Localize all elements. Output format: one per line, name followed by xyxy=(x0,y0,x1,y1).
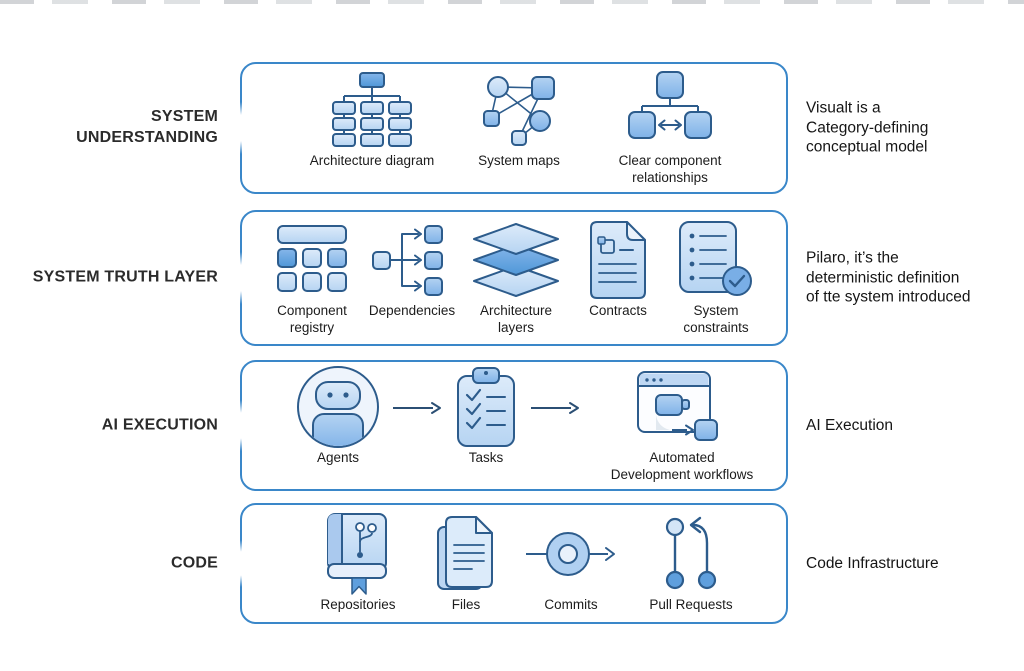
item-repositories: Repositories xyxy=(306,512,410,614)
item-label: Contracts xyxy=(589,302,647,318)
item-label: Pull Requests xyxy=(649,596,733,612)
item-architecture-layers: Architecture layers xyxy=(464,220,568,337)
layer-label: AI EXECUTION xyxy=(101,416,218,434)
item-system-constraints: System constraints xyxy=(668,220,764,337)
files-icon xyxy=(434,514,498,594)
agents-icon xyxy=(296,366,380,449)
item-label: System constraints xyxy=(683,302,749,335)
item-component-relationships: Clear component relationships xyxy=(591,70,749,187)
component-registry-icon xyxy=(272,220,352,300)
item-label: Repositories xyxy=(320,596,396,612)
layer-label: SYSTEM TRUTH LAYER xyxy=(32,268,218,286)
item-label: System maps xyxy=(478,152,560,168)
item-label: Commits xyxy=(544,596,598,612)
layer-row-ai-execution: AI EXECUTION xyxy=(0,360,1024,491)
workflows-icon xyxy=(636,367,728,447)
repositories-icon xyxy=(322,512,394,595)
item-label: Clear component relationships xyxy=(618,152,722,185)
contracts-icon xyxy=(587,220,649,300)
commits-icon xyxy=(524,514,618,594)
item-label: Dependencies xyxy=(368,302,456,318)
arrow-right-icon xyxy=(392,401,442,415)
layer-row-code: CODE xyxy=(0,503,1024,624)
item-commits: Commits xyxy=(522,514,620,614)
layer-description: Pilaro, it’s the deterministic definitio… xyxy=(806,249,971,306)
item-label: Component registry xyxy=(277,302,347,335)
layer-label: CODE xyxy=(170,554,218,572)
top-edge-artifact xyxy=(0,0,1024,4)
layer-description: Code Infrastructure xyxy=(806,554,939,572)
layer-box: Component registry Dependencies xyxy=(238,210,788,346)
architecture-layers-icon xyxy=(470,220,562,300)
layer-label: SYSTEM UNDERSTANDING xyxy=(76,108,218,146)
layer-row-system-understanding: SYSTEM UNDERSTANDING xyxy=(0,62,1024,194)
layer-box: Repositories Files xyxy=(238,503,788,624)
item-label: Files xyxy=(451,596,481,612)
arrow-right-icon xyxy=(530,401,580,415)
item-contracts: Contracts xyxy=(572,220,664,320)
item-label: Architecture diagram xyxy=(309,152,435,168)
layer-row-system-truth-layer: SYSTEM TRUTH LAYER xyxy=(0,210,1024,346)
item-pull-requests: Pull Requests xyxy=(634,514,748,614)
item-system-maps: System maps xyxy=(463,70,575,170)
component-relationships-icon xyxy=(618,70,722,150)
pull-requests-icon xyxy=(660,514,722,594)
system-constraints-icon xyxy=(676,220,756,300)
item-label: Automated Development workflows xyxy=(610,450,754,482)
dependencies-icon xyxy=(372,220,452,300)
tasks-icon xyxy=(454,367,518,448)
layer-description: Visualt is a Category-defining conceptua… xyxy=(806,99,929,156)
item-component-registry: Component registry xyxy=(264,220,360,337)
item-dependencies: Dependencies xyxy=(364,220,460,320)
item-label: Tasks xyxy=(468,450,504,466)
item-label: Architecture layers xyxy=(479,302,553,335)
item-label: Agents xyxy=(316,450,360,466)
item-automated-development-workflows: Automated Development workflows xyxy=(590,367,774,484)
system-maps-icon xyxy=(476,70,562,150)
layer-box: Agents xyxy=(238,360,788,491)
item-agents: Agents xyxy=(294,366,382,467)
layer-box: Architecture diagram System maps xyxy=(238,62,788,194)
item-tasks: Tasks xyxy=(452,367,520,467)
layer-description: AI Execution xyxy=(806,416,894,434)
item-architecture-diagram: Architecture diagram xyxy=(297,70,447,170)
architecture-diagram-icon xyxy=(319,70,425,150)
item-files: Files xyxy=(424,514,508,614)
